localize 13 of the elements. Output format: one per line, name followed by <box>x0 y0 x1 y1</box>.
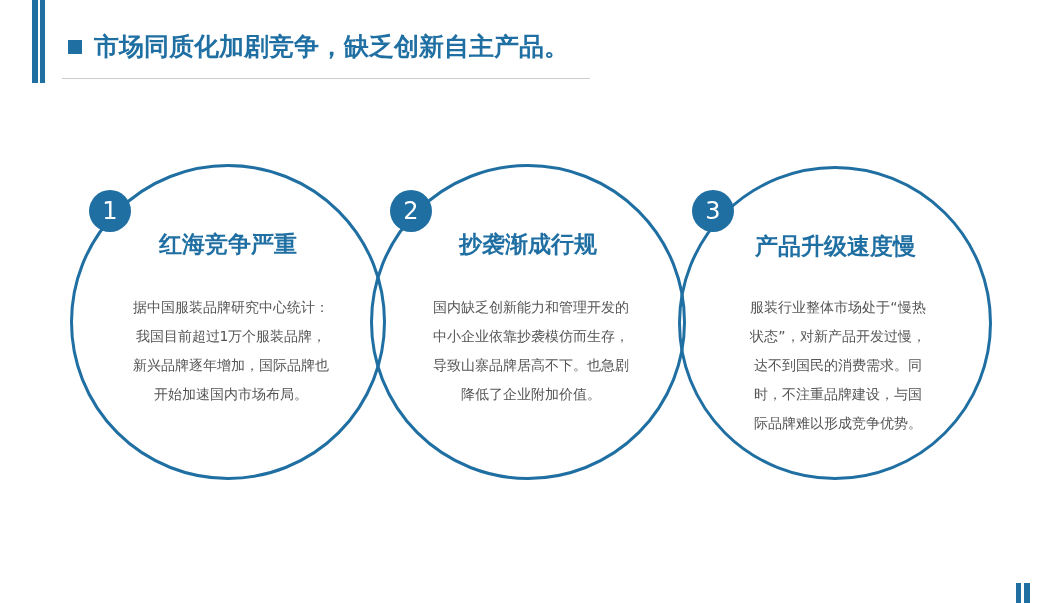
heading: 产品升级速度慢 <box>753 232 917 261</box>
number-badge: 3 <box>692 190 734 232</box>
body-text: 服装行业整体市场处于“慢热状态”，对新产品开发过慢，达不到国民的消费需求。同时，不注重品牌建设，与国际品牌难以形成竞争优势。 <box>749 298 927 433</box>
heading: 抄袭渐成行规 <box>457 230 598 259</box>
circle-outline <box>370 164 686 480</box>
heading: 红海竞争严重 <box>158 230 298 259</box>
body-text: 据中国服装品牌研究中心统计：我国目前超过1万个服装品牌，新兴品牌逐年增加，国际品牌也开始加速国内市场布局。 <box>132 298 330 404</box>
body-text: 国内缺乏创新能力和管理开发的中小企业依靠抄袭模仿而生存，导致山寨品牌居高不下。也急剧降低了企业附加价值。 <box>432 298 630 404</box>
number-badge: 1 <box>89 190 131 232</box>
number-badge: 2 <box>390 190 432 232</box>
circle-outline <box>70 164 386 480</box>
title: 市场同质化加剧竞争，缺乏创新自主产品。 <box>94 31 569 63</box>
circle-outline <box>678 166 992 480</box>
